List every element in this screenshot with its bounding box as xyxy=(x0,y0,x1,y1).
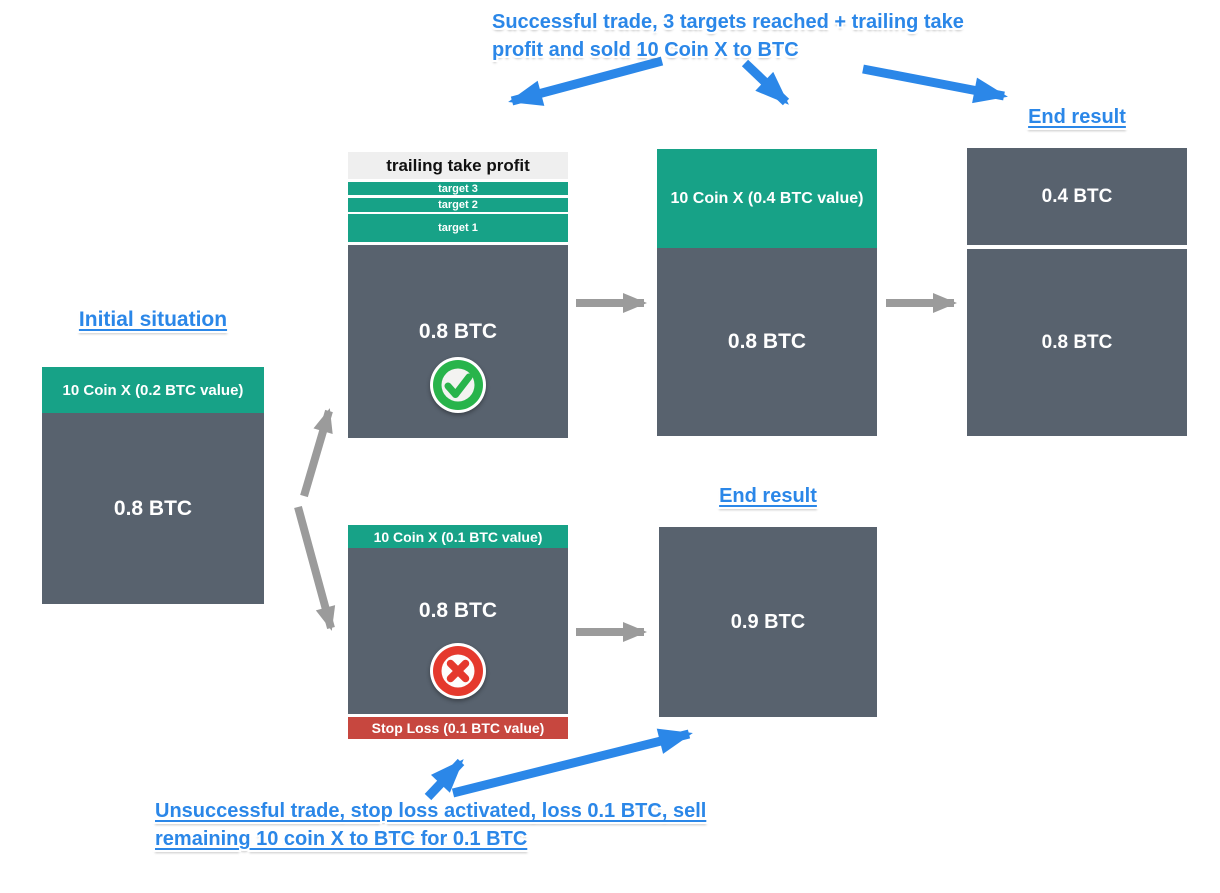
stop-loss-box: 10 Coin X (0.1 BTC value) 0.8 BTC Stop L… xyxy=(348,525,568,739)
arrow-initial-to-fail-branch xyxy=(294,505,336,631)
arrow-success-to-mid xyxy=(741,59,790,106)
end-success-top-box: 0.4 BTC xyxy=(967,148,1187,245)
target-2-label: target 2 xyxy=(438,199,478,211)
end-success-top-value: 0.4 BTC xyxy=(1041,185,1113,207)
trailing-title-label: trailing take profit xyxy=(386,155,530,175)
arrow-fail-to-end-result xyxy=(451,728,693,798)
trailing-btc-value: 0.8 BTC xyxy=(418,319,498,343)
trailing-box: trailing take profit target 3 target 2 t… xyxy=(348,152,568,438)
mid-success-coin-label: 10 Coin X (0.4 BTC value) xyxy=(670,189,864,207)
target-2-bar: target 2 xyxy=(348,198,568,212)
initial-box-header: 10 Coin X (0.2 BTC value) xyxy=(42,367,264,413)
fail-annotation: Unsuccessful trade, stop loss activated,… xyxy=(155,800,707,850)
initial-btc-value: 0.8 BTC xyxy=(113,496,193,520)
target-3-bar: target 3 xyxy=(348,182,568,195)
initial-box: 10 Coin X (0.2 BTC value) 0.8 BTC xyxy=(42,367,264,604)
mid-success-header: 10 Coin X (0.4 BTC value) xyxy=(657,149,877,248)
stop-loss-btc-value: 0.8 BTC xyxy=(418,599,498,622)
trailing-box-title: trailing take profit xyxy=(348,152,568,179)
arrow-success-to-end-result xyxy=(862,64,1008,104)
stop-loss-footer: Stop Loss (0.1 BTC value) xyxy=(348,717,568,739)
end-fail-box: 0.9 BTC xyxy=(659,527,877,717)
trailing-box-body: 0.8 BTC xyxy=(348,245,568,438)
initial-box-body: 0.8 BTC xyxy=(42,413,264,604)
success-annotation: Successful trade, 3 targets reached + tr… xyxy=(492,11,964,61)
mid-success-body: 0.8 BTC xyxy=(657,248,877,436)
mid-success-box: 10 Coin X (0.4 BTC value) 0.8 BTC xyxy=(657,149,877,436)
stop-loss-coin-label: 10 Coin X (0.1 BTC value) xyxy=(373,528,543,545)
stop-loss-body: 0.8 BTC xyxy=(348,548,568,714)
end-result-bottom-label: End result xyxy=(719,485,817,507)
stop-loss-footer-label: Stop Loss (0.1 BTC value) xyxy=(371,720,545,736)
mid-success-btc-value: 0.8 BTC xyxy=(727,330,807,353)
x-circle-icon xyxy=(430,643,486,699)
target-1-label: target 1 xyxy=(438,222,478,234)
check-circle-icon xyxy=(430,357,486,413)
target-1-bar: target 1 xyxy=(348,214,568,242)
initial-coin-label: 10 Coin X (0.2 BTC value) xyxy=(62,381,244,399)
target-3-label: target 3 xyxy=(438,182,478,195)
initial-situation-label: Initial situation xyxy=(78,308,228,331)
arrow-initial-to-success-branch xyxy=(300,408,333,498)
stop-loss-header: 10 Coin X (0.1 BTC value) xyxy=(348,525,568,548)
arrow-fail-small xyxy=(424,758,465,801)
end-success-boxes: 0.4 BTC 0.8 BTC xyxy=(967,148,1187,436)
end-success-bottom-box: 0.8 BTC xyxy=(967,249,1187,436)
end-success-bottom-value: 0.8 BTC xyxy=(1041,331,1113,353)
end-result-top-label: End result xyxy=(1028,106,1126,128)
end-fail-value: 0.9 BTC xyxy=(730,610,806,633)
end-fail-box-body: 0.9 BTC xyxy=(659,527,877,717)
arrow-success-to-trailing xyxy=(508,56,664,106)
